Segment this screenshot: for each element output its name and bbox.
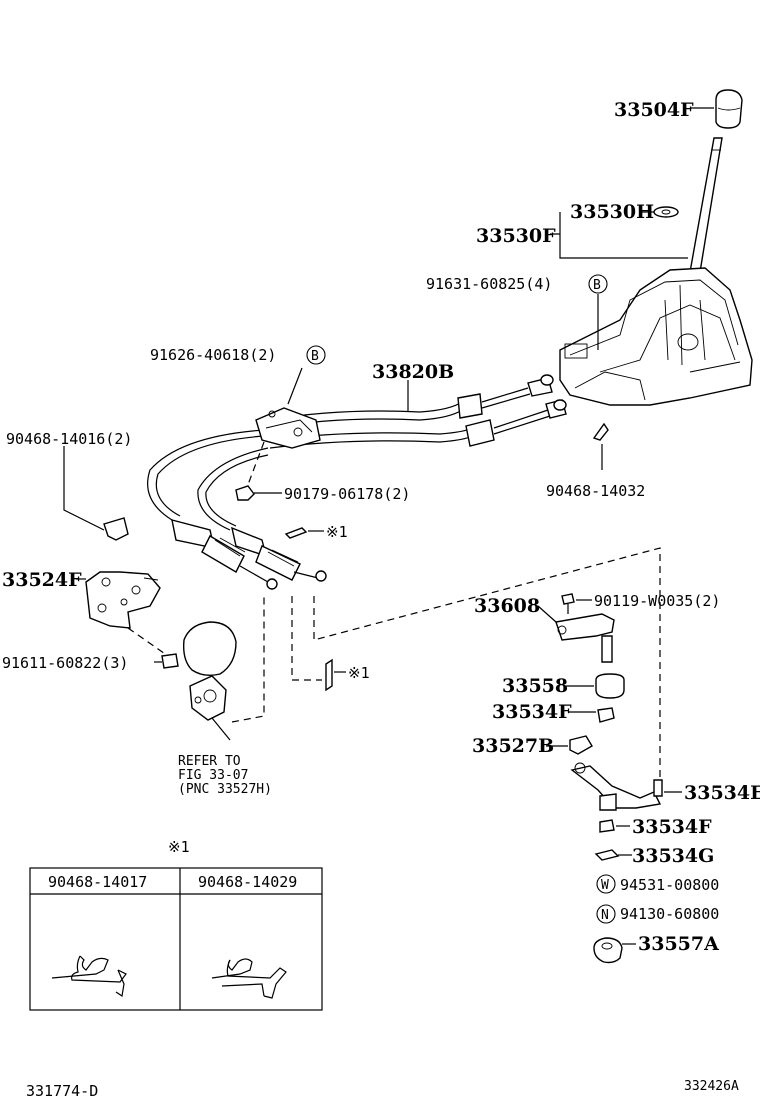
label-33527B: 33527B	[472, 735, 554, 757]
shift-cables-drawing	[147, 374, 567, 590]
clip-variant-1-drawing	[51, 955, 127, 998]
washer-lower-drawing	[594, 849, 620, 861]
pin-lower-drawing	[325, 658, 333, 692]
cable-bracket-drawing	[255, 407, 321, 449]
marker-b-circle-1: B	[588, 274, 608, 294]
table-col2-header: 90468-14029	[198, 873, 297, 891]
nut-drawing	[235, 485, 255, 501]
shift-housing-drawing	[559, 267, 753, 406]
label-refer-1: REFER TO	[178, 754, 241, 769]
marker-n-label: N	[601, 908, 609, 923]
marker-b-circle-2: B	[306, 345, 326, 365]
table-marker: ※1	[168, 838, 190, 856]
bushing-small-drawing	[597, 707, 615, 723]
washer-drawing	[653, 206, 679, 218]
label-33534F-a: 33534F	[492, 701, 572, 723]
retainer-drawing	[103, 517, 129, 541]
label-91611: 91611-60822(3)	[2, 654, 128, 672]
clip-variant-2-drawing	[211, 958, 287, 999]
bushing-lower-drawing	[599, 819, 615, 833]
label-33504F: 33504F	[614, 99, 694, 121]
label-90179: 90179-06178(2)	[284, 485, 410, 503]
label-91631: 91631-60825(4)	[426, 275, 552, 293]
label-33557A: 33557A	[638, 933, 719, 955]
footer-right-code: 332426A	[684, 1079, 739, 1094]
marker-w-circle: W	[596, 874, 616, 894]
nut-lower-drawing	[593, 937, 623, 964]
marker-n-circle: N	[596, 904, 616, 924]
label-refer-3: (PNC 33527H)	[178, 782, 272, 797]
pin-drawing	[284, 527, 308, 539]
marker-w-label: W	[601, 878, 609, 893]
label-33534E: 33534E	[684, 782, 760, 804]
label-90468-14016: 90468-14016(2)	[6, 430, 132, 448]
label-refer-2: FIG 33-07	[178, 768, 248, 783]
label-33608: 33608	[474, 595, 540, 617]
bolt-right-drawing	[561, 593, 575, 614]
label-94531: 94531-00800	[620, 876, 719, 894]
footer-left-code: 331774-D	[26, 1082, 98, 1100]
select-lever-drawing	[182, 621, 237, 741]
bracket-drawing	[85, 571, 161, 629]
shift-knob-drawing	[715, 89, 743, 129]
label-94130: 94130-60800	[620, 905, 719, 923]
clip-drawing	[592, 422, 609, 441]
label-90119: 90119-W0035(2)	[594, 592, 720, 610]
bolt-drawing	[154, 653, 179, 669]
label-ref1-b: ※1	[348, 664, 370, 682]
label-33820B: 33820B	[372, 361, 454, 383]
label-33534F-b: 33534F	[632, 816, 712, 838]
clip-variants-table: ※1 90468-14017 90468-14029	[29, 838, 323, 1011]
label-33524F: 33524F	[2, 569, 82, 591]
label-33530H: 33530H	[570, 201, 654, 223]
label-91626: 91626-40618(2)	[150, 346, 276, 364]
marker-b-label-2: B	[311, 349, 319, 364]
lever-33534E-drawing	[570, 762, 663, 811]
block-drawing	[569, 735, 593, 755]
table-col1-header: 90468-14017	[48, 873, 147, 891]
marker-b-label-1: B	[593, 278, 601, 293]
label-33534G: 33534G	[632, 845, 714, 867]
shift-lever-drawing	[689, 137, 723, 273]
label-ref1-a: ※1	[326, 523, 348, 541]
lever-33608-drawing	[555, 613, 615, 663]
label-33558: 33558	[502, 675, 568, 697]
label-33530F: 33530F	[476, 225, 556, 247]
label-90468-14032: 90468-14032	[546, 482, 645, 500]
bushing-drawing	[595, 673, 625, 699]
